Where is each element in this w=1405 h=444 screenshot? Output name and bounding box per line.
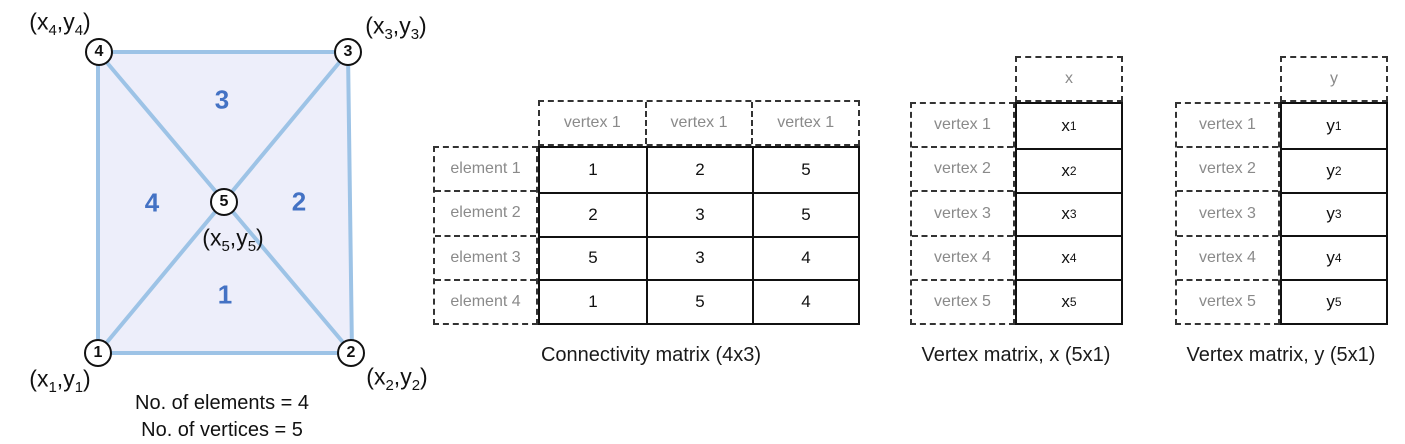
- matrix-cell: 1: [540, 279, 646, 323]
- connectivity-matrix: 1 2 5 2 3 5 5 3 4 1 5 4: [538, 146, 860, 325]
- connectivity-row-headers: element 1 element 2 element 3 element 4: [433, 146, 538, 325]
- vertex-y-row-headers: vertex 1 vertex 2 vertex 3 vertex 4 vert…: [1175, 102, 1280, 325]
- row-header: element 3: [435, 234, 536, 279]
- vertex-node-2: 2: [337, 339, 365, 367]
- column-header: vertex 1: [644, 102, 752, 144]
- row-header: vertex 4: [1177, 234, 1278, 279]
- matrix-cell: 5: [752, 148, 858, 192]
- coord-label-v1: (x1,y1): [29, 365, 91, 397]
- mesh-notes: No. of elements = 4 No. of vertices = 5: [52, 390, 392, 444]
- row-header: element 4: [435, 278, 536, 323]
- connectivity-caption: Connectivity matrix (4x3): [540, 344, 762, 366]
- coord-label-v2: (x2,y2): [366, 363, 428, 395]
- matrix-cell: 2: [540, 191, 646, 236]
- row-header: vertex 2: [1177, 146, 1278, 190]
- matrix-cell: 4: [752, 279, 858, 323]
- column-header: vertex 1: [751, 102, 858, 144]
- vertex-node-4: 4: [85, 38, 113, 66]
- element-label-3: 3: [214, 84, 230, 115]
- matrix-cell: 3: [646, 191, 752, 236]
- row-header: vertex 3: [912, 190, 1013, 234]
- matrix-cell: 2: [646, 148, 752, 192]
- element-label-2: 2: [291, 186, 307, 217]
- vertex-node-1: 1: [84, 339, 112, 367]
- row-header: vertex 4: [912, 234, 1013, 279]
- matrix-cell: 3: [646, 235, 752, 280]
- matrix-cell: 5: [752, 191, 858, 236]
- row-header: vertex 1: [934, 116, 991, 134]
- column-header: vertex 1: [563, 114, 621, 131]
- row-header: vertex 2: [912, 146, 1013, 190]
- vertex-y-column-header: y: [1280, 56, 1388, 102]
- matrix-cell: 5: [540, 235, 646, 280]
- coord-label-v3: (x3,y3): [365, 12, 427, 44]
- row-header: element 2: [435, 190, 536, 234]
- row-header: vertex 3: [1177, 190, 1278, 234]
- note-elements: No. of elements = 4: [135, 392, 309, 414]
- connectivity-column-headers: vertex 1 vertex 1 vertex 1: [538, 100, 860, 146]
- coord-label-v4: (x4,y4): [29, 8, 91, 40]
- row-header: vertex 5: [912, 278, 1013, 323]
- matrix-cell: 4: [752, 235, 858, 280]
- row-header: vertex 1: [1199, 116, 1256, 134]
- element-label-4: 4: [144, 187, 160, 218]
- row-header: element 1: [450, 160, 521, 178]
- row-header: vertex 5: [1177, 278, 1278, 323]
- vertex-y-caption: Vertex matrix, y (5x1): [1186, 344, 1376, 366]
- matrix-cell: 5: [646, 279, 752, 323]
- vertex-x-column-header: x: [1015, 56, 1123, 102]
- note-vertices: No. of vertices = 5: [141, 419, 303, 441]
- vertex-node-5: 5: [210, 188, 238, 216]
- matrix-cell: 1: [588, 159, 598, 179]
- element-label-1: 1: [217, 279, 233, 310]
- vertex-x-caption: Vertex matrix, x (5x1): [921, 344, 1111, 366]
- vertex-x-row-headers: vertex 1 vertex 2 vertex 3 vertex 4 vert…: [910, 102, 1015, 325]
- coord-label-v5: (x5,y5): [202, 224, 264, 256]
- vertex-node-3: 3: [334, 38, 362, 66]
